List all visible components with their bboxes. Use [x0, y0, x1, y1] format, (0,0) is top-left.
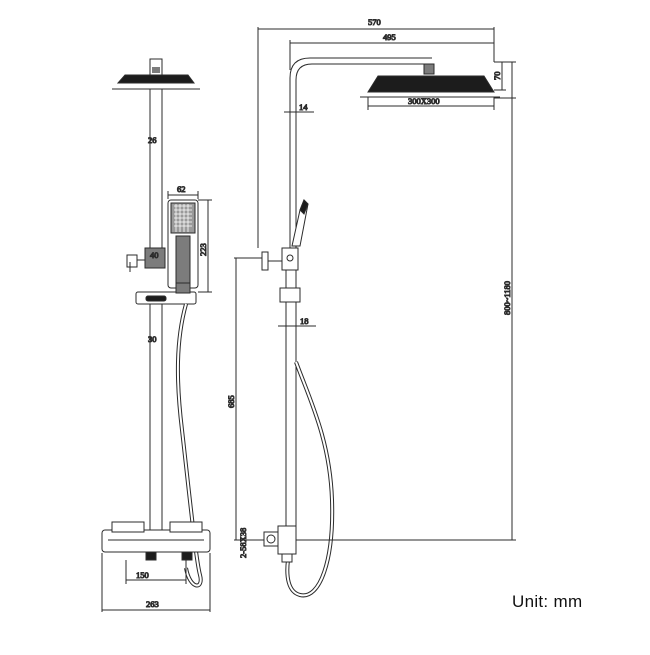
side-view: 570 495 70 300X300 14: [226, 17, 516, 598]
side-riser-pipe: [285, 269, 297, 531]
side-valve-body: [277, 525, 297, 555]
front-shower-head: [116, 74, 195, 84]
side-hose-inner: [286, 361, 334, 597]
front-valve-left-handle: [111, 521, 145, 533]
dim-valve-width: 263: [146, 599, 159, 609]
side-shower-head: [367, 75, 495, 93]
front-valve-right-handle: [169, 521, 203, 533]
dim-arm-projection: 495: [383, 32, 396, 42]
dim-total-projection: 570: [368, 17, 381, 27]
front-slider-clip: [175, 282, 191, 294]
front-holder: [144, 247, 166, 269]
side-hand-shower-head: [299, 199, 309, 215]
front-holder-knob: [126, 254, 138, 268]
dim-valve-spacing: 150: [136, 570, 149, 580]
dim-arm-dia: 14: [299, 102, 308, 112]
front-valve-leg-left: [145, 551, 157, 561]
dim-outlet-height: 685: [226, 395, 236, 408]
dim-holder-dia: 40: [150, 250, 159, 260]
side-slider: [279, 287, 301, 303]
front-slider-slot: [145, 295, 167, 302]
dim-handshower-height: 223: [198, 243, 208, 256]
side-holder-pivot: [286, 254, 294, 262]
front-hand-shower-handle: [175, 235, 191, 287]
side-arm-outer: [289, 57, 432, 248]
dim-pipe-dia: 26: [148, 135, 157, 145]
side-valve-outlet: [281, 553, 293, 563]
dim-head-size: 300X300: [408, 96, 440, 106]
side-head-connector: [423, 63, 435, 75]
front-upper-pipe: [149, 88, 163, 250]
unit-label: Unit: mm: [512, 592, 583, 611]
dim-thread: 2-58X38: [238, 528, 248, 558]
side-wall-bracket: [261, 251, 269, 271]
dim-head-height: 70: [492, 72, 502, 81]
dim-riser-dia: 30: [148, 334, 157, 344]
front-hose-inner: [176, 303, 202, 587]
front-valve-leg-right: [181, 551, 193, 561]
front-head-connector-detail: [152, 67, 160, 73]
dim-slider-dia: 18: [300, 316, 309, 326]
dim-adjustable-height: 800~1180: [502, 281, 512, 315]
front-view: 26 40 62 223: [101, 58, 212, 612]
dim-handshower-width: 62: [177, 184, 186, 194]
side-valve-inlet-ring: [266, 534, 276, 544]
side-arm-inner: [295, 63, 432, 248]
front-valve-body: [101, 529, 211, 553]
